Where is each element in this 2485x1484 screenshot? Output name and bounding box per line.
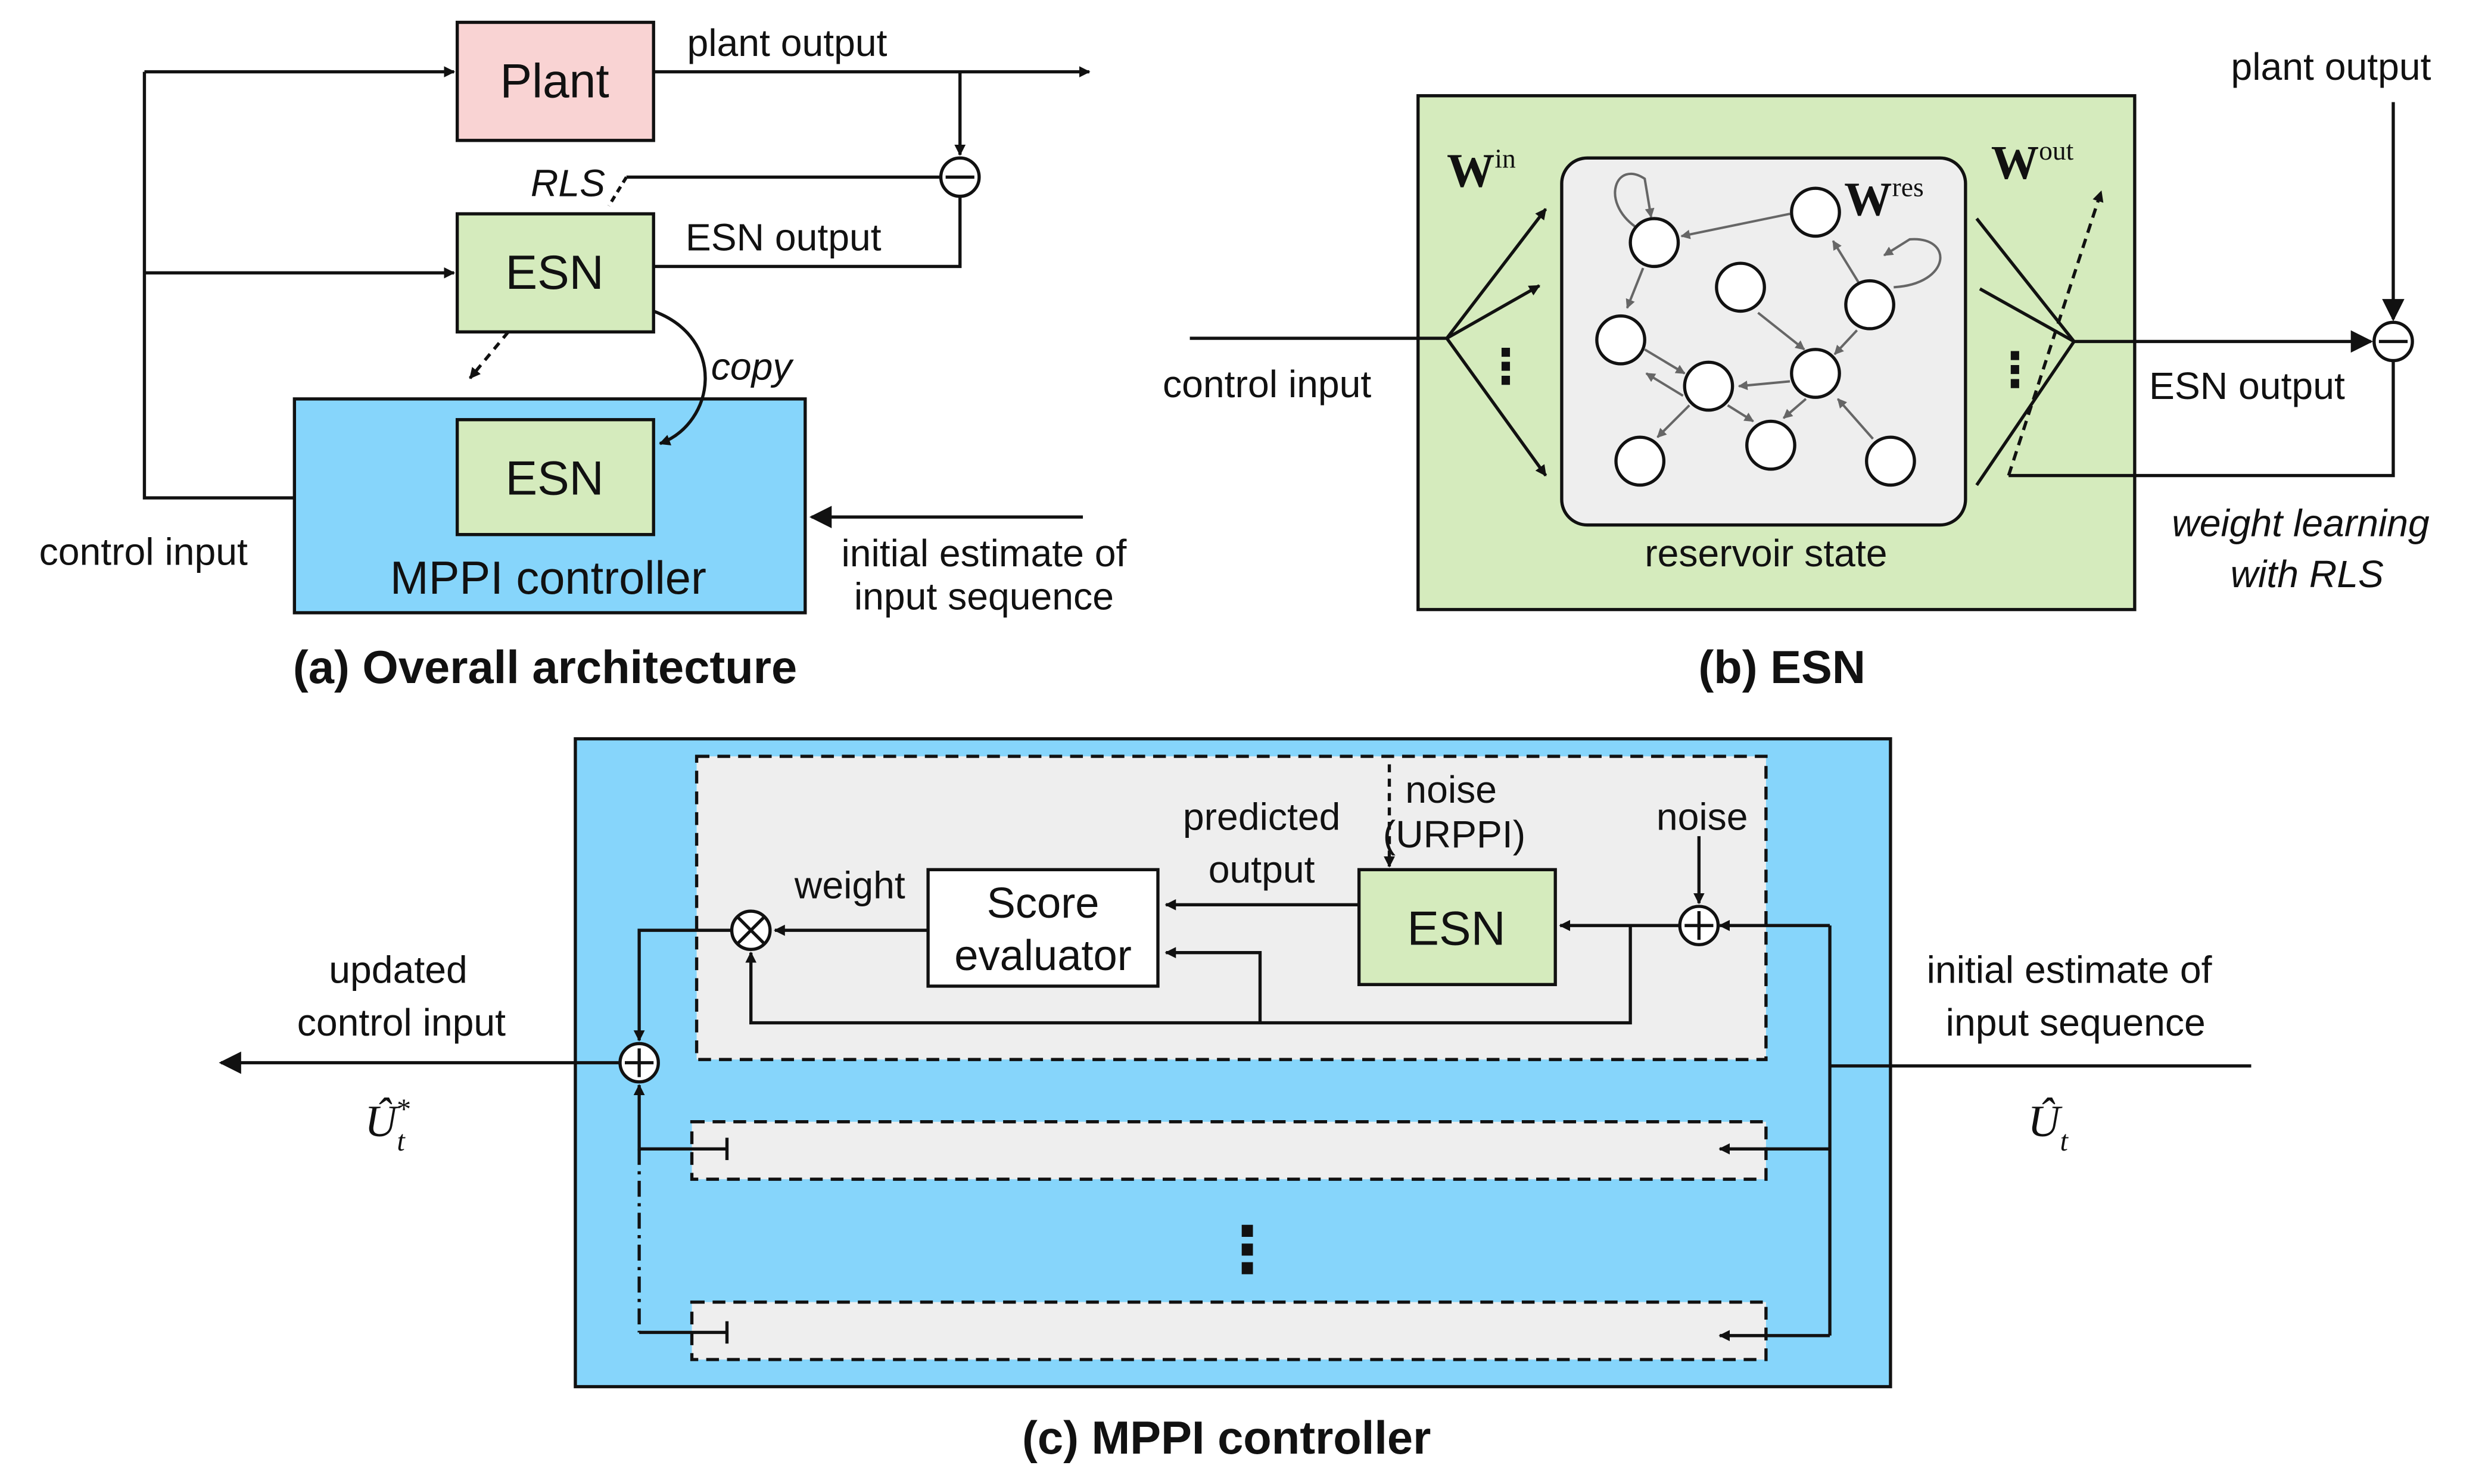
w-out-line-lower bbox=[1975, 340, 2076, 487]
panel-b-esn: ⋮ control input Win Wres Wout bbox=[1163, 45, 2431, 693]
rollout-esn-label: ESN bbox=[1407, 902, 1505, 955]
rollout-box-main bbox=[695, 755, 1768, 1061]
panel-a-overall-architecture: Plant ESN ESN MPPI controller plant outp… bbox=[39, 20, 1126, 693]
w-out-ellipsis: ⋮ bbox=[1991, 343, 2039, 397]
w-in-arrow-middle bbox=[1446, 284, 1541, 340]
reservoir-node bbox=[1844, 279, 1895, 331]
weight-label: weight bbox=[794, 864, 905, 907]
controller-esn-box bbox=[455, 418, 655, 537]
reservoir-nodes bbox=[1595, 186, 1916, 487]
rls-label: RLS bbox=[531, 162, 605, 205]
panel-c-caption: (c) MPPI controller bbox=[1022, 1413, 1431, 1464]
noisy-input-to-score bbox=[1164, 947, 1262, 1023]
updated-control-line2: control input bbox=[297, 1001, 506, 1044]
copy-arrow bbox=[653, 310, 707, 445]
predicted-output-line1: predicted bbox=[1183, 795, 1341, 838]
initial-estimate-line2: input sequence bbox=[854, 575, 1114, 618]
reservoir-node bbox=[1865, 435, 1916, 487]
controller-esn-label: ESN bbox=[505, 452, 603, 506]
w-res-label: Wres bbox=[1844, 172, 1923, 226]
u-star-symbol: Ût* bbox=[365, 1093, 410, 1157]
multiplier-cross-b bbox=[737, 916, 765, 944]
panel-c-mppi-controller: ⋮ noise ESN noise (URPPI) predicted outp… bbox=[219, 737, 2252, 1464]
edge-5-to-7 bbox=[1833, 329, 1858, 356]
w-out-line-middle bbox=[1979, 287, 2075, 343]
control-input-label-b: control input bbox=[1163, 363, 1371, 406]
plant-box bbox=[455, 20, 655, 142]
panel-a-caption: (a) Overall architecture bbox=[293, 642, 797, 693]
edge-10-to-7 bbox=[1836, 398, 1874, 440]
reservoir-connections bbox=[1614, 173, 1942, 440]
edge-5-to-4 bbox=[1832, 240, 1860, 283]
reservoir-state-label: reservoir state bbox=[1645, 532, 1887, 575]
w-out-learning-dashed bbox=[2007, 190, 2104, 476]
self-loop-node1 bbox=[1614, 173, 1655, 228]
urppi-noise-line2: (URPPI) bbox=[1383, 813, 1525, 856]
initial-estimate-line2-c: input sequence bbox=[1946, 1001, 2206, 1044]
control-input-bus bbox=[142, 71, 295, 500]
reservoir-node bbox=[1628, 217, 1680, 269]
w-out-label: Wout bbox=[1991, 135, 2074, 189]
edge-4-to-1 bbox=[1680, 213, 1790, 239]
panel-b-caption: (b) ESN bbox=[1698, 642, 1866, 693]
noise-label: noise bbox=[1656, 795, 1748, 838]
reservoir-node bbox=[1790, 186, 1841, 238]
score-evaluator-box bbox=[926, 868, 1160, 988]
reservoir-node bbox=[1614, 435, 1666, 487]
reservoir-node bbox=[1715, 261, 1766, 313]
noisy-input-bypass bbox=[745, 925, 1632, 1025]
updated-control-line1: updated bbox=[329, 949, 467, 992]
esn-to-controller-dashed bbox=[469, 331, 510, 379]
rls-update-dashed bbox=[607, 176, 628, 207]
esn-output-line bbox=[653, 196, 962, 269]
predicted-output-line2: output bbox=[1209, 848, 1315, 891]
self-loop-node5 bbox=[1883, 238, 1942, 289]
esn-box bbox=[455, 212, 655, 334]
w-in-arrow-upper bbox=[1445, 208, 1547, 339]
weight-learning-line2: with RLS bbox=[2231, 553, 2384, 596]
plant-output-label-b: plant output bbox=[2231, 45, 2431, 88]
initial-estimate-line1-c: initial estimate of bbox=[1927, 949, 2212, 992]
esn-output-label: ESN output bbox=[686, 216, 882, 259]
esn-box-label: ESN bbox=[505, 246, 603, 300]
rollout-box-second bbox=[690, 1120, 1768, 1181]
plant-output-label: plant output bbox=[687, 21, 888, 64]
edge-6-to-9 bbox=[1727, 404, 1754, 423]
weight-learning-line1: weight learning bbox=[2172, 501, 2430, 544]
rollout-esn-box bbox=[1357, 868, 1557, 986]
edge-7-to-6 bbox=[1737, 380, 1790, 391]
reservoir-node bbox=[1595, 314, 1646, 366]
weighted-to-sum bbox=[633, 928, 732, 1042]
input-distribution-bus bbox=[1828, 925, 1891, 1336]
w-in-label: Win bbox=[1447, 143, 1516, 197]
u-hat-symbol: Ût bbox=[2028, 1097, 2069, 1157]
urppi-noise-line1: noise bbox=[1405, 768, 1497, 811]
edge-7-to-9 bbox=[1783, 398, 1807, 419]
edge-2-to-6 bbox=[1644, 348, 1686, 375]
w-in-ellipsis: ⋮ bbox=[1482, 340, 1530, 394]
reservoir-node bbox=[1683, 360, 1734, 412]
reservoir-node bbox=[1790, 348, 1841, 399]
w-in-arrow-lower bbox=[1445, 337, 1547, 477]
rollout-box-last bbox=[690, 1300, 1768, 1361]
score-evaluator-line2: evaluator bbox=[954, 932, 1132, 980]
rls-feedback-line bbox=[2008, 360, 2395, 478]
initial-estimate-line1: initial estimate of bbox=[841, 532, 1126, 575]
copy-label: copy bbox=[711, 345, 795, 388]
esn-output-label-b: ESN output bbox=[2149, 364, 2345, 407]
reservoir-node bbox=[1745, 419, 1796, 471]
score-evaluator-line1: Score bbox=[987, 880, 1100, 927]
edge-1-to-2 bbox=[1625, 267, 1645, 309]
rollout-ellipsis: ⋮ bbox=[1215, 1214, 1279, 1286]
edge-6-to-2 bbox=[1645, 372, 1684, 397]
edge-3-to-7 bbox=[1757, 311, 1805, 351]
plant-box-label: Plant bbox=[500, 54, 609, 108]
edge-6-to-8 bbox=[1656, 404, 1690, 438]
mppi-controller-label: MPPI controller bbox=[390, 553, 706, 604]
control-input-label: control input bbox=[39, 531, 248, 573]
